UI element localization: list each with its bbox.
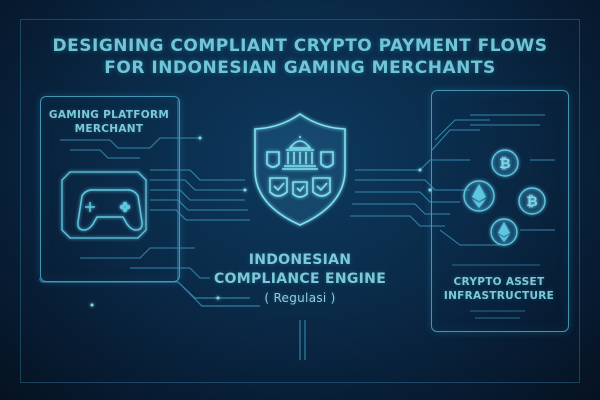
svg-text:₿: ₿	[499, 156, 510, 172]
circuit-nodes	[90, 136, 432, 307]
shield-government-icon	[254, 113, 346, 226]
ethereum-coin-icon	[463, 180, 495, 212]
svg-text:₿: ₿	[526, 194, 537, 210]
gaming-merchant-label-line-2: MERCHANT	[74, 123, 144, 135]
outer-frame	[20, 19, 580, 383]
crypto-infrastructure-label-line-1: CRYPTO ASSET	[453, 276, 545, 288]
compliance-engine-label: INDONESIAN COMPLIANCE ENGINE	[180, 251, 420, 289]
gaming-merchant-label-line-1: GAMING PLATFORM	[48, 109, 170, 121]
circuit-traces-right	[350, 114, 555, 246]
ethereum-coin-icon	[490, 218, 518, 246]
title-line-1: DESIGNING COMPLIANT CRYPTO PAYMENT FLOWS	[52, 36, 548, 56]
bitcoin-coin-icon: ₿	[518, 187, 546, 215]
crypto-infrastructure-panel	[431, 90, 569, 332]
page-title: DESIGNING COMPLIANT CRYPTO PAYMENT FLOWS…	[0, 35, 600, 79]
gaming-merchant-label: GAMING PLATFORM MERCHANT	[40, 108, 178, 136]
compliance-engine-sublabel: ( Regulasi )	[264, 291, 336, 305]
crypto-infrastructure-label: CRYPTO ASSET INFRASTRUCTURE	[431, 275, 567, 303]
title-line-2: FOR INDONESIAN GAMING MERCHANTS	[104, 58, 496, 78]
compliance-engine-label-line-2: COMPLIANCE ENGINE	[213, 271, 387, 287]
circuit-traces-bottom	[39, 278, 306, 360]
right-panel-decor	[452, 264, 540, 319]
bitcoin-coin-icon: ₿	[491, 149, 519, 177]
circuit-traces-left	[60, 100, 250, 280]
compliance-engine-label-line-1: INDONESIAN	[248, 252, 352, 268]
gamepad-icon	[61, 171, 147, 239]
crypto-infrastructure-label-line-2: INFRASTRUCTURE	[443, 290, 555, 302]
